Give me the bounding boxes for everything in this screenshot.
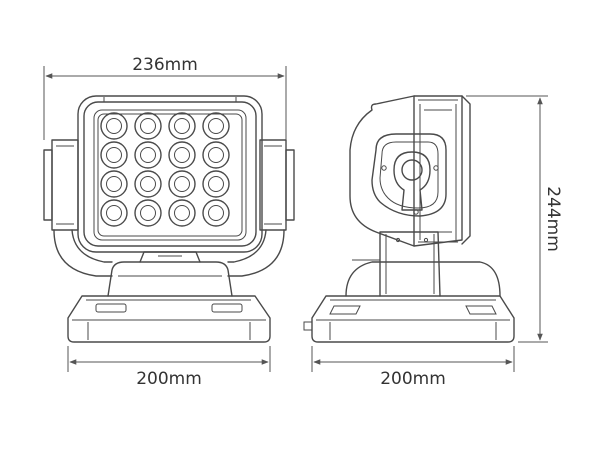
front-knob-left <box>43 139 79 231</box>
led-emitter <box>140 118 156 134</box>
led-lens <box>134 112 162 140</box>
dimension-label-front-base: 200mm <box>136 369 202 389</box>
led-emitter <box>174 176 190 192</box>
side-pedestal <box>345 259 501 297</box>
led-emitter <box>208 118 224 134</box>
led-emitter <box>106 118 122 134</box>
led-lens <box>202 112 230 140</box>
led-lens <box>168 112 196 140</box>
led-emitter <box>140 205 156 221</box>
led-lens <box>100 141 128 169</box>
led-lens <box>168 141 196 169</box>
side-view <box>303 95 515 343</box>
side-base <box>303 295 515 343</box>
front-base <box>67 295 271 343</box>
led-grid <box>100 112 230 227</box>
dimension-label-front-width: 236mm <box>132 55 198 75</box>
led-emitter <box>140 147 156 163</box>
led-lens <box>100 170 128 198</box>
led-emitter <box>174 205 190 221</box>
led-emitter <box>140 176 156 192</box>
side-head <box>349 95 471 247</box>
led-lens <box>134 141 162 169</box>
dimension-label-side-height: 244mm <box>543 186 563 252</box>
led-lens <box>202 141 230 169</box>
led-lens <box>168 170 196 198</box>
led-lens <box>100 112 128 140</box>
dimension-side-height: 244mm <box>466 95 563 343</box>
dimension-top-width: 236mm <box>43 55 287 140</box>
led-emitter <box>174 147 190 163</box>
led-lens <box>100 199 128 227</box>
led-lens <box>202 170 230 198</box>
side-mount-bracket <box>371 133 447 217</box>
side-handle <box>393 151 431 211</box>
front-knob-right <box>259 139 295 231</box>
front-head <box>77 95 263 253</box>
front-view <box>43 95 295 343</box>
front-yoke <box>53 229 285 277</box>
dimension-side-base: 200mm <box>311 346 515 389</box>
led-emitter <box>208 147 224 163</box>
led-emitter <box>174 118 190 134</box>
led-emitter <box>106 205 122 221</box>
dimension-label-side-base: 200mm <box>380 369 446 389</box>
led-emitter <box>106 147 122 163</box>
led-emitter <box>208 205 224 221</box>
led-emitter <box>106 176 122 192</box>
led-emitter <box>208 176 224 192</box>
front-pedestal <box>107 251 233 297</box>
led-lens <box>168 199 196 227</box>
dimension-front-base: 200mm <box>67 346 271 389</box>
led-lens <box>202 199 230 227</box>
led-lens <box>134 170 162 198</box>
led-lens <box>134 199 162 227</box>
